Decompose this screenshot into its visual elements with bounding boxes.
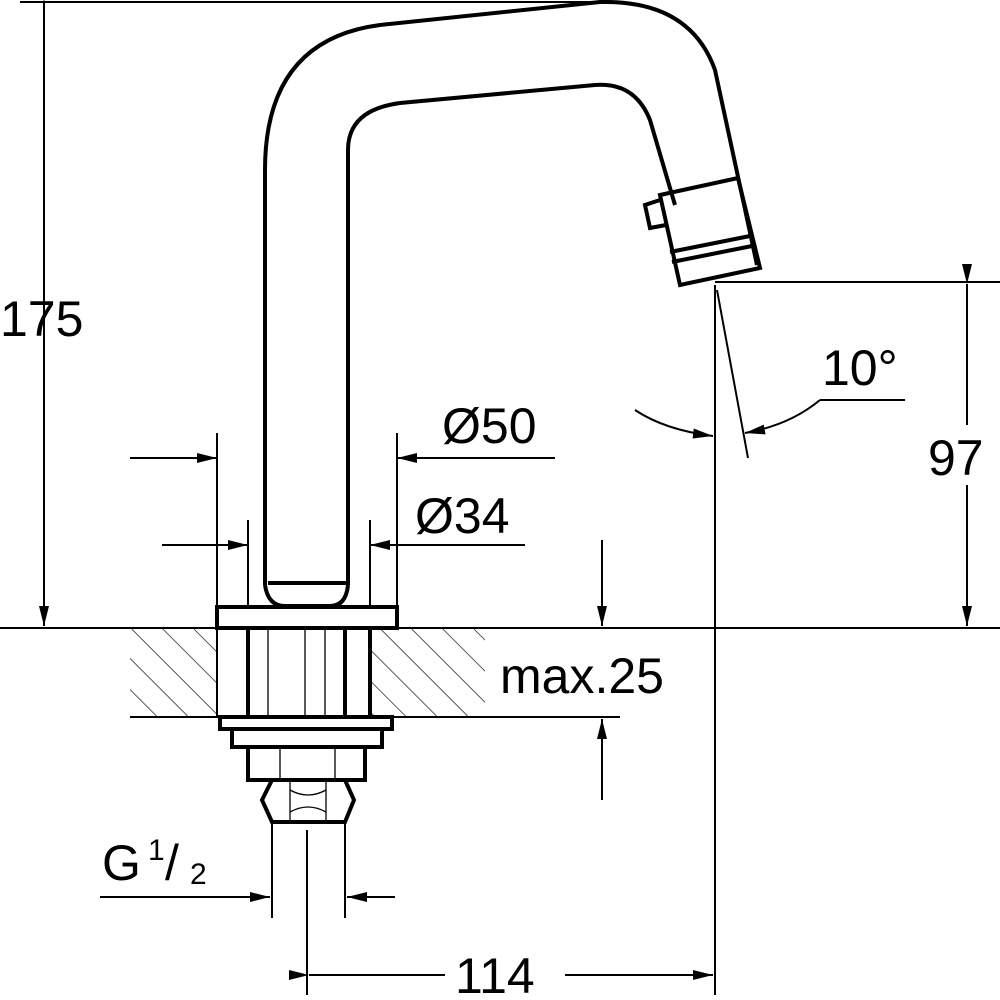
outer-diameter-label: Ø50 [442,398,537,454]
thread-denominator: 2 [190,858,207,891]
spout-height-label: 97 [928,430,984,486]
max-thickness-label: max.25 [500,648,664,704]
angle-dimension: 10° [634,289,905,459]
base-flange [215,605,399,630]
height-dimension: 175 [0,0,610,626]
height-label: 175 [0,291,83,347]
max-thickness-dimension: max.25 [500,540,664,800]
thread-numerator: 1 [148,834,165,867]
projection-label: 114 [455,948,535,1000]
thread-slash: / [165,835,179,891]
thread-dimension: G 1 / 2 [100,834,395,902]
inner-diameter-dimension: Ø34 [162,488,525,605]
projection-dimension: 114 [289,285,716,1000]
spout-height-dimension: 97 [715,264,1000,626]
outer-diameter-dimension: Ø50 [130,398,555,605]
inner-diameter-label: Ø34 [415,488,510,544]
angle-label: 10° [822,340,898,396]
shank [218,626,394,918]
spout [263,0,763,608]
thread-letter: G [102,835,141,891]
